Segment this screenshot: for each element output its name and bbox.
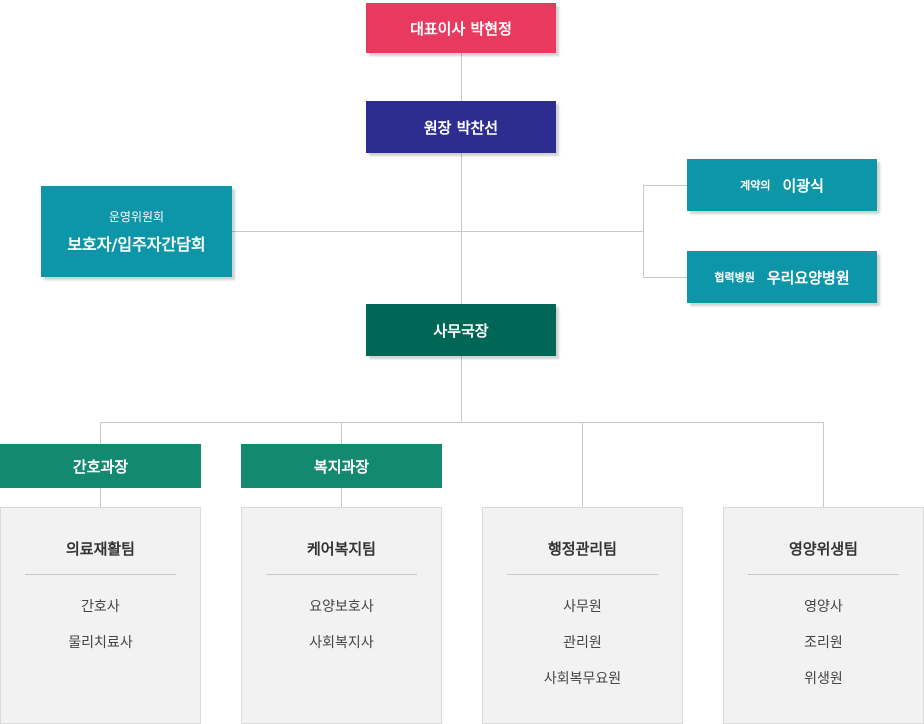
team-member: 영양사: [804, 599, 843, 615]
team-member: 위생원: [804, 671, 843, 687]
contract-doctor-box: 계약의 이광식: [687, 159, 877, 211]
team-name: 케어복지팀: [306, 540, 376, 558]
team-divider: [266, 574, 417, 575]
nursing-head-label: 간호과장: [72, 457, 129, 476]
director-box: 원장 박찬선: [366, 101, 556, 153]
committee-main-label: 보호자/입주자간담회: [67, 235, 206, 254]
committee-box: 운영위원회 보호자/입주자간담회: [41, 186, 232, 277]
connector-line: [100, 488, 101, 507]
ceo-label: 대표이사 박현정: [410, 19, 512, 38]
director-label: 원장 박찬선: [423, 118, 499, 137]
team-member: 요양보호사: [309, 599, 374, 615]
team-divider: [748, 574, 899, 575]
secretary-general-label: 사무국장: [433, 321, 489, 340]
committee-sub-label: 운영위원회: [108, 210, 165, 224]
contract-doctor-role: 계약의: [740, 179, 771, 192]
ceo-box: 대표이사 박현정: [366, 3, 556, 53]
connector-line: [582, 422, 583, 507]
connector-line: [643, 185, 644, 277]
partner-hospital-name: 우리요양병원: [766, 268, 850, 287]
team-care-welfare: 케어복지팀 요양보호사 사회복지사: [241, 507, 442, 724]
connector-line: [823, 422, 824, 507]
team-member: 간호사: [81, 599, 120, 615]
team-name: 의료재활팀: [65, 540, 135, 558]
connector-line: [341, 422, 342, 444]
team-divider: [25, 574, 176, 575]
partner-hospital-role: 협력병원: [714, 271, 755, 284]
team-member: 사회복무요원: [543, 671, 622, 687]
connector-line: [100, 422, 101, 444]
team-admin: 행정관리팀 사무원 관리원 사회복무요원: [482, 507, 683, 724]
connector-line: [643, 277, 687, 278]
team-member: 조리원: [804, 635, 843, 651]
welfare-head-label: 복지과장: [313, 457, 370, 476]
connector-line: [100, 422, 824, 423]
team-name: 행정관리팀: [547, 540, 617, 558]
partner-hospital-box: 협력병원 우리요양병원: [687, 251, 877, 303]
team-nutrition-hygiene: 영양위생팀 영양사 조리원 위생원: [723, 507, 924, 724]
team-member: 관리원: [563, 635, 602, 651]
connector-line: [232, 231, 643, 232]
nursing-head-box: 간호과장: [0, 444, 201, 488]
connector-line: [461, 153, 462, 304]
team-name: 영양위생팀: [788, 540, 858, 558]
connector-line: [461, 356, 462, 422]
connector-line: [643, 185, 687, 186]
team-member: 물리치료사: [68, 635, 133, 651]
team-divider: [507, 574, 658, 575]
welfare-head-box: 복지과장: [241, 444, 442, 488]
team-medical-rehab: 의료재활팀 간호사 물리치료사: [0, 507, 201, 724]
contract-doctor-name: 이광식: [782, 176, 824, 195]
team-member: 사회복지사: [309, 635, 374, 651]
team-member: 사무원: [563, 599, 602, 615]
connector-line: [461, 53, 462, 101]
secretary-general-box: 사무국장: [366, 304, 556, 356]
connector-line: [341, 488, 342, 507]
